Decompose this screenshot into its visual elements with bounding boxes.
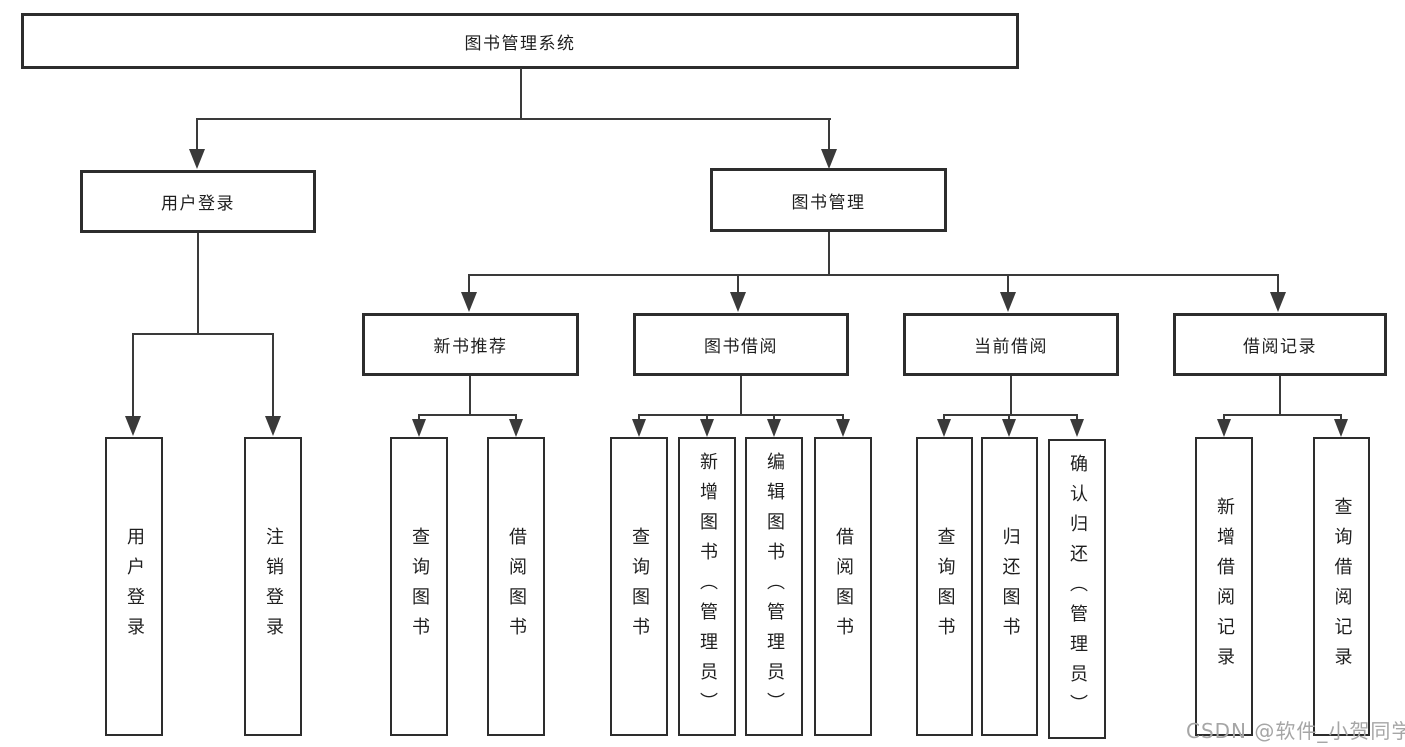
arrow-head [1334,419,1348,437]
leaf-label: 注销登录 [263,526,284,647]
connector-line [706,414,708,420]
arrow-head [1217,419,1231,437]
connector-line [515,414,517,420]
connector-line [272,333,274,417]
node-borrowing-records: 借阅记录 [1173,313,1387,376]
arrow-head [821,149,837,169]
leaf-label: 查询图书 [409,526,430,647]
node-book-management: 图书管理 [710,168,947,232]
connector-line [1008,414,1010,420]
leaf-label: 确认归还（管理员） [1067,454,1088,724]
connector-line [1279,376,1281,416]
leaf-borrowing-query-book: 查询图书 [610,437,668,736]
leaf-records-query-borrow-record: 查询借阅记录 [1313,437,1370,736]
arrow-head [937,419,951,437]
arrow-head [836,419,850,437]
connector-line [737,274,739,294]
connector-line [1223,414,1342,416]
leaf-label: 借阅图书 [506,526,527,647]
connector-line [468,274,1279,276]
connector-line [1223,414,1225,420]
leaf-recommend-borrow-book: 借阅图书 [487,437,545,736]
leaf-borrowing-edit-book-admin: 编辑图书（管理员） [745,437,803,736]
connector-line [132,333,134,417]
arrow-head [767,419,781,437]
connector-line [520,68,522,120]
watermark-text: CSDN @软件_小贺同学 [1186,719,1405,743]
arrow-head [632,419,646,437]
node-label: 借阅记录 [1243,337,1317,357]
arrow-head [1070,419,1084,437]
arrow-head [265,416,281,436]
node-label: 用户登录 [161,194,235,214]
leaf-label: 归还图书 [999,526,1021,647]
leaf-logout: 注销登录 [244,437,302,736]
node-new-book-recommend: 新书推荐 [362,313,579,376]
leaf-label: 查询图书 [629,526,650,647]
node-label: 图书借阅 [704,337,778,357]
connector-line [638,414,640,420]
connector-line [1277,274,1279,294]
connector-line [943,414,1078,416]
connector-line [469,376,471,416]
leaf-current-query-book: 查询图书 [916,437,973,736]
leaf-borrowing-add-book-admin: 新增图书（管理员） [678,437,736,736]
arrow-head [1270,292,1286,312]
leaf-recommend-query-book: 查询图书 [390,437,448,736]
connector-line [828,118,830,152]
connector-line [638,414,844,416]
leaf-label: 新增借阅记录 [1214,496,1235,677]
leaf-borrowing-borrow-book: 借阅图书 [814,437,872,736]
connector-line [828,232,830,276]
arrow-head [700,419,714,437]
connector-line [1340,414,1342,420]
node-label: 图书管理 [791,192,866,213]
node-label: 新书推荐 [433,337,508,357]
connector-line [197,118,831,120]
connector-line [1010,376,1012,416]
leaf-current-return-book: 归还图书 [981,437,1038,736]
leaf-label: 借阅图书 [833,526,854,647]
arrow-head [730,292,746,312]
connector-line [196,118,198,152]
leaf-current-confirm-return-admin: 确认归还（管理员） [1048,439,1106,739]
node-label: 图书管理系统 [464,33,576,54]
connector-line [740,376,742,416]
connector-line [1076,414,1078,420]
leaf-records-add-borrow-record: 新增借阅记录 [1195,437,1253,736]
connector-line [842,414,844,420]
arrow-head [125,416,141,436]
arrow-head [1000,292,1016,312]
connector-line [1007,274,1009,294]
node-book-borrowing: 图书借阅 [633,313,849,376]
leaf-label: 查询图书 [934,526,956,647]
arrow-head [1002,419,1016,437]
arrow-head [189,149,205,169]
connector-line [418,414,517,416]
connector-line [773,414,775,420]
arrow-head [412,419,426,437]
node-book-management-system: 图书管理系统 [21,13,1019,69]
connector-line [468,274,470,294]
node-user-login: 用户登录 [80,170,316,233]
arrow-head [461,292,477,312]
leaf-label: 新增图书（管理员） [697,451,718,722]
connector-line [943,414,945,420]
arrow-head [509,419,523,437]
leaf-user-login: 用户登录 [105,437,163,736]
leaf-label: 查询借阅记录 [1331,496,1353,677]
leaf-label: 编辑图书（管理员） [764,451,785,722]
connector-line [418,414,420,420]
node-label: 当前借阅 [974,337,1048,357]
connector-line [132,333,274,335]
connector-line [197,233,199,335]
node-current-borrowing: 当前借阅 [903,313,1119,376]
leaf-label: 用户登录 [124,526,145,647]
